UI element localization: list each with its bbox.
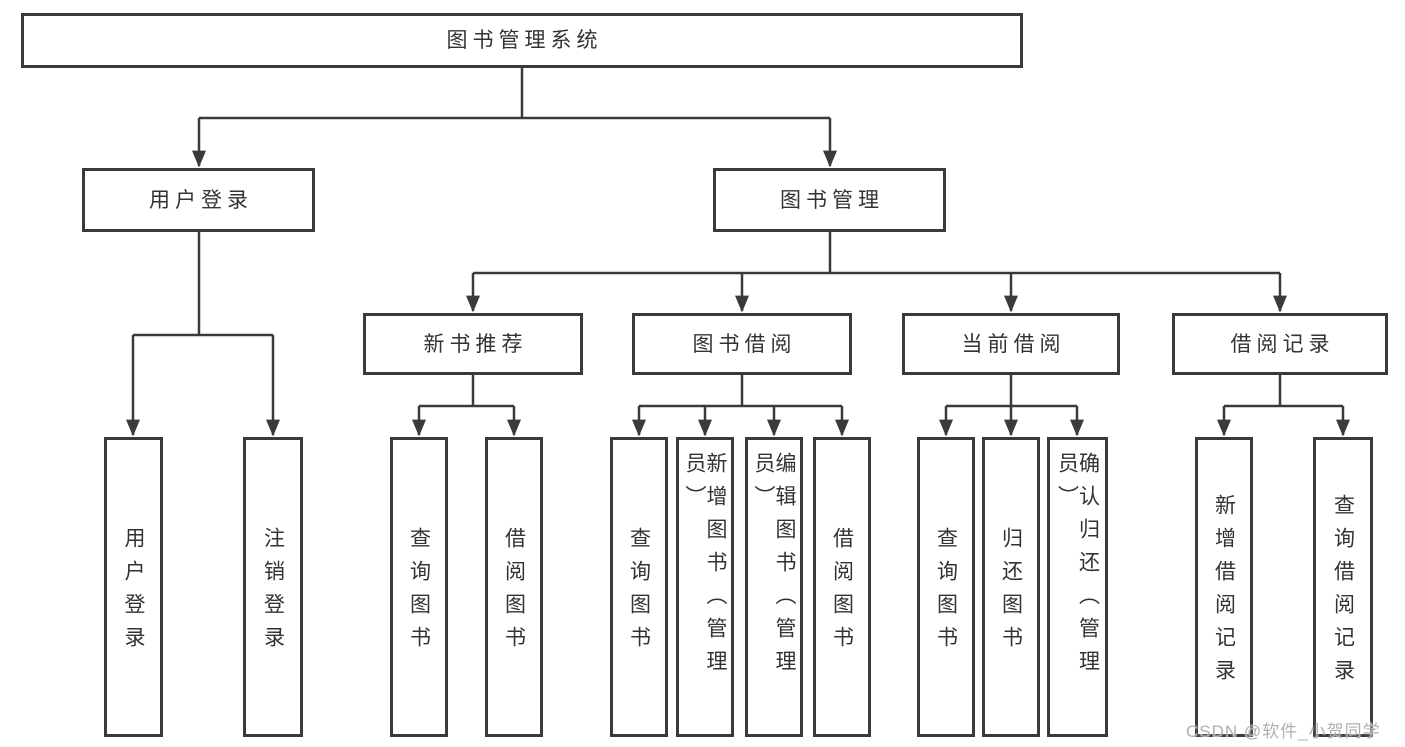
node-logout-action: 注销登录: [243, 437, 303, 737]
node-current-confirm-return-admin: 确认归还（管理员）: [1047, 437, 1108, 737]
node-records-add-borrow-record: 新增借阅记录: [1195, 437, 1253, 737]
node-records-query-borrow-record: 查询借阅记录: [1313, 437, 1373, 737]
node-book-management: 图书管理: [713, 168, 946, 232]
node-user-login-action: 用户登录: [104, 437, 163, 737]
node-new-book-recommend: 新书推荐: [363, 313, 583, 375]
node-borrowing-edit-books-admin: 编辑图书（管理员）: [745, 437, 803, 737]
node-borrowing-add-books-admin: 新增图书（管理员）: [676, 437, 734, 737]
node-current-query-books: 查询图书: [917, 437, 975, 737]
node-borrowing-query-books: 查询图书: [610, 437, 668, 737]
connector-book-management-branch: [466, 232, 1287, 313]
node-current-return-books: 归还图书: [982, 437, 1040, 737]
csdn-watermark: CSDN @软件_小贺同学: [1186, 722, 1381, 741]
connector-new-book-recommend-branch: [412, 375, 521, 437]
connector-root-to-level2: [192, 68, 837, 168]
node-library-management-system: 图书管理系统: [21, 13, 1023, 68]
connector-current-borrowing-branch: [939, 375, 1084, 437]
node-recommend-query-books: 查询图书: [390, 437, 448, 737]
node-user-login: 用户登录: [82, 168, 315, 232]
node-borrowing-borrow-books: 借阅图书: [813, 437, 871, 737]
connector-book-borrowing-branch: [632, 375, 849, 437]
node-borrow-records: 借阅记录: [1172, 313, 1388, 375]
node-recommend-borrow-books: 借阅图书: [485, 437, 543, 737]
connector-borrow-records-branch: [1217, 375, 1350, 437]
node-current-borrowing: 当前借阅: [902, 313, 1120, 375]
connector-user-login-branch: [126, 232, 280, 437]
node-book-borrowing: 图书借阅: [632, 313, 852, 375]
